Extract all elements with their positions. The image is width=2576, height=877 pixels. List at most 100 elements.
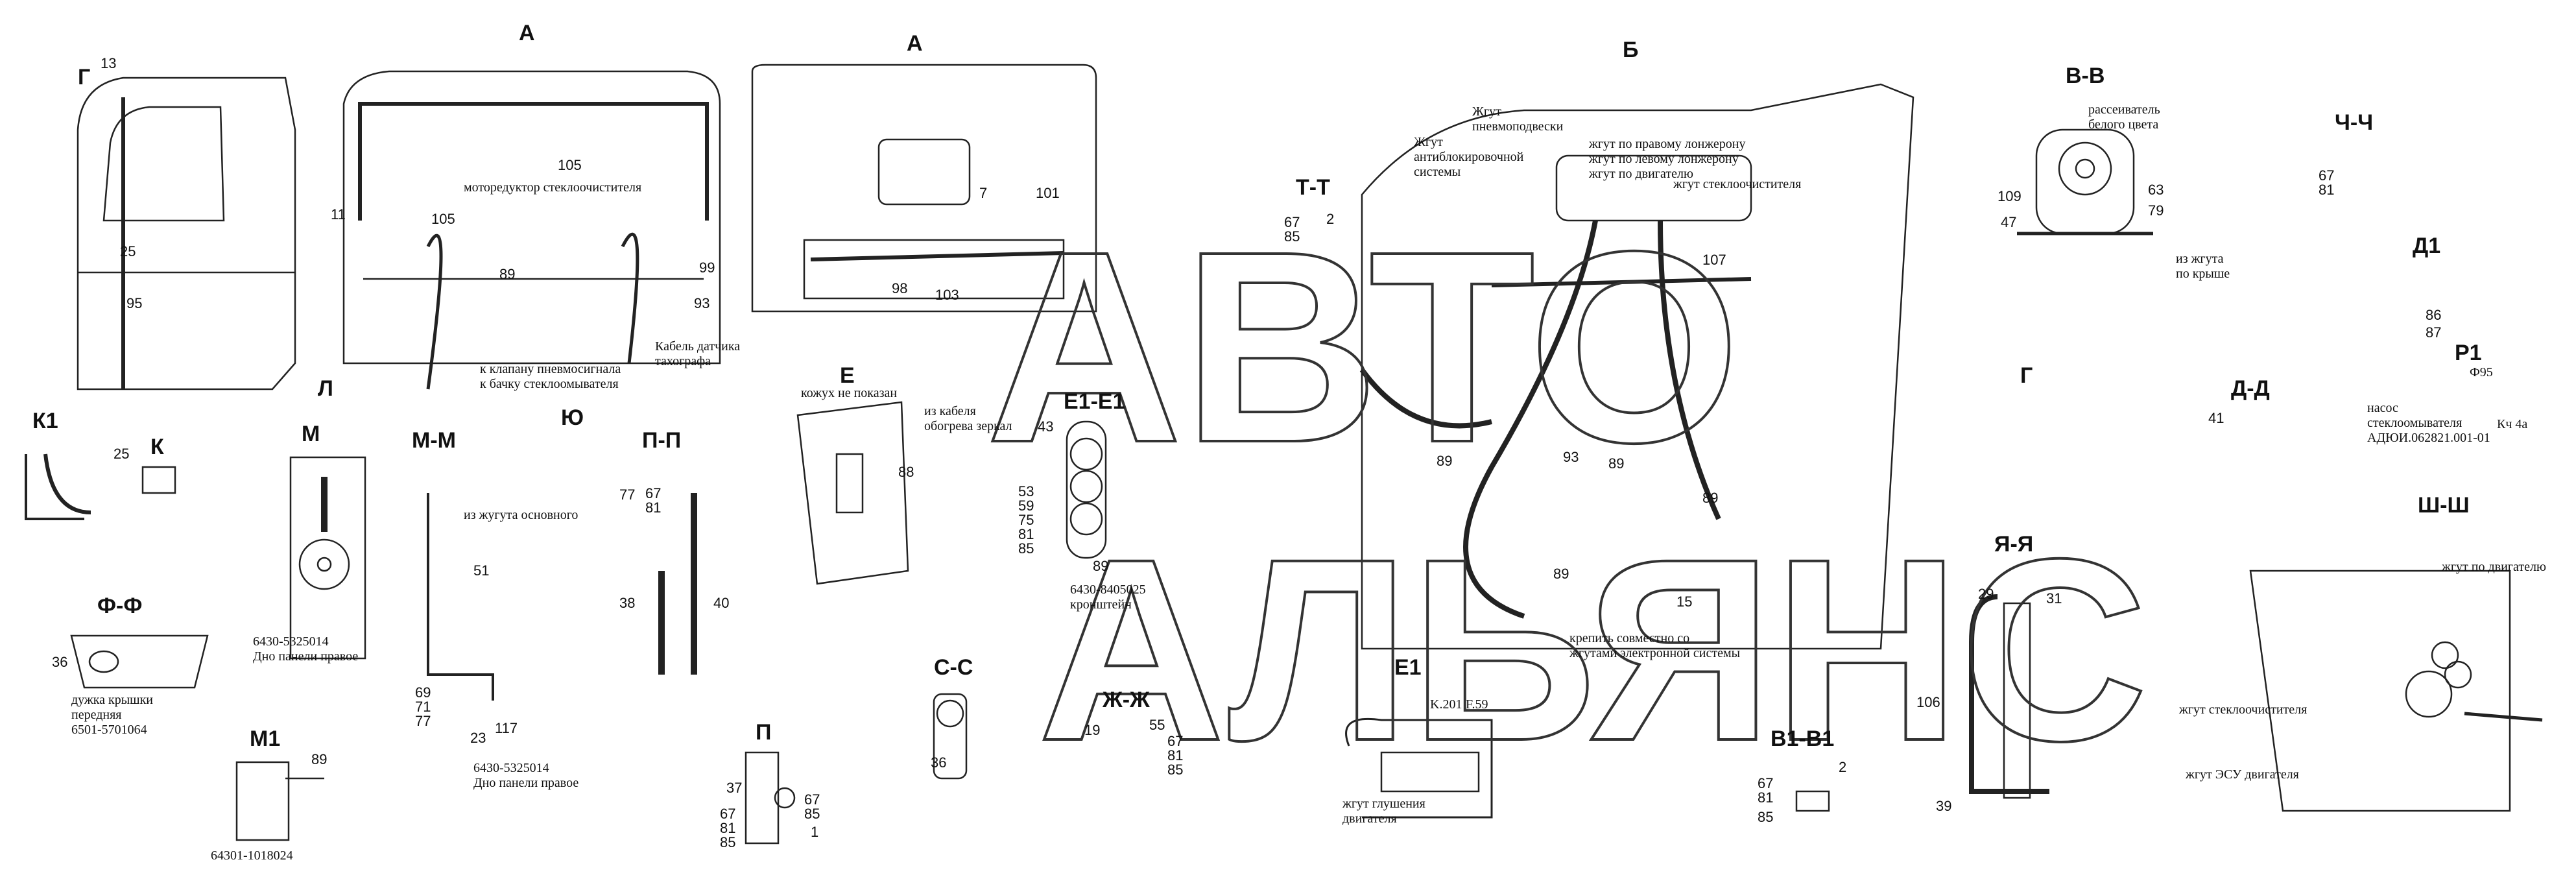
- num-69: 69: [415, 684, 431, 701]
- num-81-a: 81: [1018, 526, 1034, 542]
- num-89-c: 89: [311, 751, 327, 767]
- b1b1-drawing: [1795, 790, 1830, 812]
- num-89-b: 89: [1093, 558, 1108, 574]
- num-93-b: 93: [1563, 449, 1579, 465]
- num-85-d: 85: [804, 806, 820, 822]
- num-43: 43: [1038, 418, 1053, 435]
- num-81-b: 81: [645, 499, 661, 516]
- view-title-pp: П-П: [642, 428, 681, 453]
- view-title-tt: Т-Т: [1296, 175, 1330, 200]
- callout-k201: K.201: [1430, 697, 1462, 712]
- view-title-g-right: Г: [2020, 363, 2033, 388]
- view-title-ff: Ф-Ф: [97, 594, 142, 618]
- num-41: 41: [2208, 410, 2224, 426]
- vv-section-drawing: [2017, 128, 2153, 235]
- view-title-d1: Д1: [2413, 234, 2440, 258]
- callout-washer-h: жгут стеклоочистителя: [1673, 177, 1801, 191]
- view-title-a-top: А: [519, 21, 535, 45]
- watermark-line2: АЛЬЯНС: [1038, 505, 2148, 795]
- view-title-k: К: [150, 435, 164, 459]
- num-85-e: 85: [1284, 228, 1300, 245]
- num-81-d: 81: [720, 820, 735, 836]
- num-2-b: 2: [1839, 759, 1846, 775]
- num-40: 40: [713, 595, 729, 611]
- num-89-e: 89: [1608, 455, 1624, 472]
- shsh-section-drawing: [2249, 570, 2543, 812]
- k1-drawing: [25, 453, 176, 520]
- num-105-b: 105: [431, 211, 455, 227]
- num-53: 53: [1018, 483, 1034, 499]
- ff-drawing: [70, 634, 209, 689]
- num-109: 109: [1998, 188, 2021, 204]
- view-title-mm: М-М: [412, 428, 456, 453]
- num-117: 117: [495, 720, 518, 736]
- view-title-b1b1: В1-В1: [1771, 727, 1834, 751]
- num-79: 79: [2148, 202, 2164, 219]
- num-89-d: 89: [1437, 453, 1452, 469]
- view-title-e1: Е1: [1394, 655, 1422, 680]
- num-89-a: 89: [499, 266, 515, 282]
- num-11: 11: [331, 206, 346, 222]
- view-title-zhzh: Ж-Ж: [1102, 688, 1150, 712]
- m1-drawing: [235, 761, 324, 841]
- callout-engine-h: жгут по двигателю: [2441, 560, 2546, 574]
- view-title-p1: Р1: [2455, 341, 2482, 365]
- num-25-b: 25: [113, 446, 129, 462]
- num-99: 99: [699, 259, 715, 276]
- num-67-e: 67: [1284, 214, 1300, 230]
- num-89-f: 89: [1702, 490, 1718, 506]
- view-title-cc: С-С: [934, 655, 973, 680]
- callout-washer-h2: жгут стеклоочистителя: [2178, 703, 2307, 717]
- num-105-a: 105: [558, 157, 582, 173]
- callout-main-harness: из жугута основного: [464, 508, 578, 522]
- p-view-drawing: [745, 751, 796, 845]
- view-title-b: Б: [1623, 38, 1638, 62]
- num-95: 95: [126, 295, 142, 311]
- num-67-c: 67: [720, 806, 735, 822]
- num-81-f: 81: [2319, 182, 2334, 198]
- num-87: 87: [2426, 324, 2441, 341]
- num-71: 71: [415, 699, 431, 715]
- view-title-chch: Ч-Ч: [2335, 110, 2373, 135]
- num-67-b: 67: [1167, 733, 1183, 749]
- num-85-b: 85: [1167, 762, 1183, 778]
- num-101: 101: [1036, 185, 1060, 201]
- num-67-a: 67: [645, 485, 661, 501]
- callout-kch4a: Кч 4а: [2497, 417, 2527, 431]
- num-93-a: 93: [694, 295, 710, 311]
- num-67-d: 67: [804, 791, 820, 808]
- num-75: 75: [1018, 512, 1034, 528]
- num-25-a: 25: [120, 243, 136, 259]
- num-81-e: 81: [1758, 789, 1773, 806]
- num-67-g: 67: [2319, 167, 2334, 184]
- chassis-b-drawing: [1359, 83, 1914, 650]
- view-title-g-left: Г: [78, 65, 90, 90]
- view-title-yu: Ю: [561, 405, 584, 430]
- cab-side-drawing: [77, 77, 296, 390]
- num-85-a: 85: [1018, 540, 1034, 557]
- callout-f59: F.59: [1466, 697, 1488, 712]
- num-47: 47: [2001, 214, 2016, 230]
- num-59: 59: [1018, 498, 1034, 514]
- view-title-e: Е: [840, 363, 855, 388]
- num-29: 29: [1978, 586, 1994, 602]
- callout-phi95: Ф95: [2470, 365, 2493, 379]
- num-106: 106: [1916, 694, 1940, 710]
- e-view-drawing: [796, 401, 909, 585]
- view-title-m1: М1: [250, 727, 280, 751]
- watermark-line1: АВТО: [986, 195, 1740, 499]
- num-38: 38: [619, 595, 635, 611]
- yaya-section-drawing: [1969, 594, 2049, 799]
- num-2-a: 2: [1326, 211, 1334, 227]
- view-title-a: А: [907, 31, 923, 56]
- mm-pp-drawing: [427, 493, 697, 701]
